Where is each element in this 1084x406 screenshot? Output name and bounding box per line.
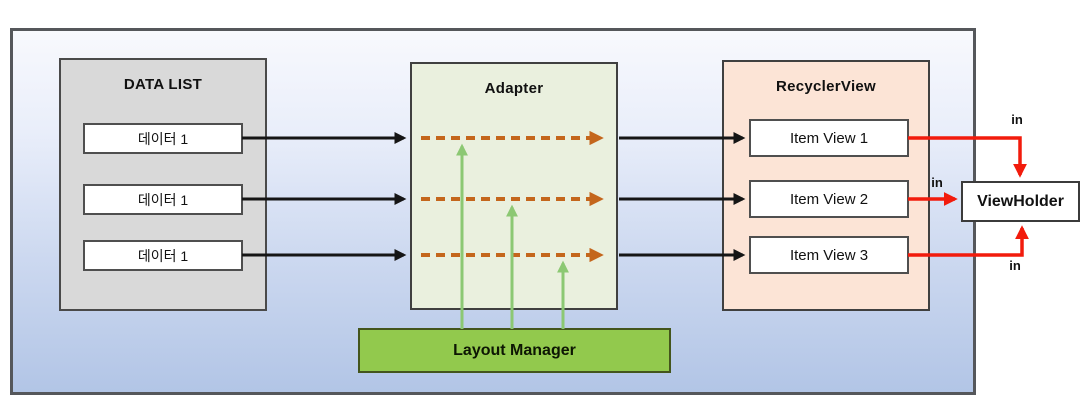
data-item-1: 데이터 1 (83, 123, 243, 154)
in-label-middle: in (931, 175, 943, 190)
data-item-2: 데이터 1 (83, 184, 243, 215)
item-view-1: Item View 1 (749, 119, 909, 157)
in-label-bottom: in (1009, 258, 1021, 273)
data-list-panel: DATA LIST 데이터 1 데이터 1 데이터 1 (59, 58, 267, 311)
recyclerview-title: RecyclerView (775, 78, 877, 95)
recyclerview-panel: RecyclerView Item View 1 Item View 2 Ite… (722, 60, 930, 311)
item-view-2: Item View 2 (749, 180, 909, 218)
item-view-3: Item View 3 (749, 236, 909, 274)
adapter-panel: Adapter (410, 62, 618, 310)
adapter-title: Adapter (484, 80, 544, 97)
in-label-top: in (1011, 112, 1023, 127)
viewholder-box: ViewHolder (961, 181, 1080, 222)
layout-manager-box: Layout Manager (358, 328, 671, 373)
data-item-3: 데이터 1 (83, 240, 243, 271)
data-list-title: DATA LIST (123, 76, 203, 93)
